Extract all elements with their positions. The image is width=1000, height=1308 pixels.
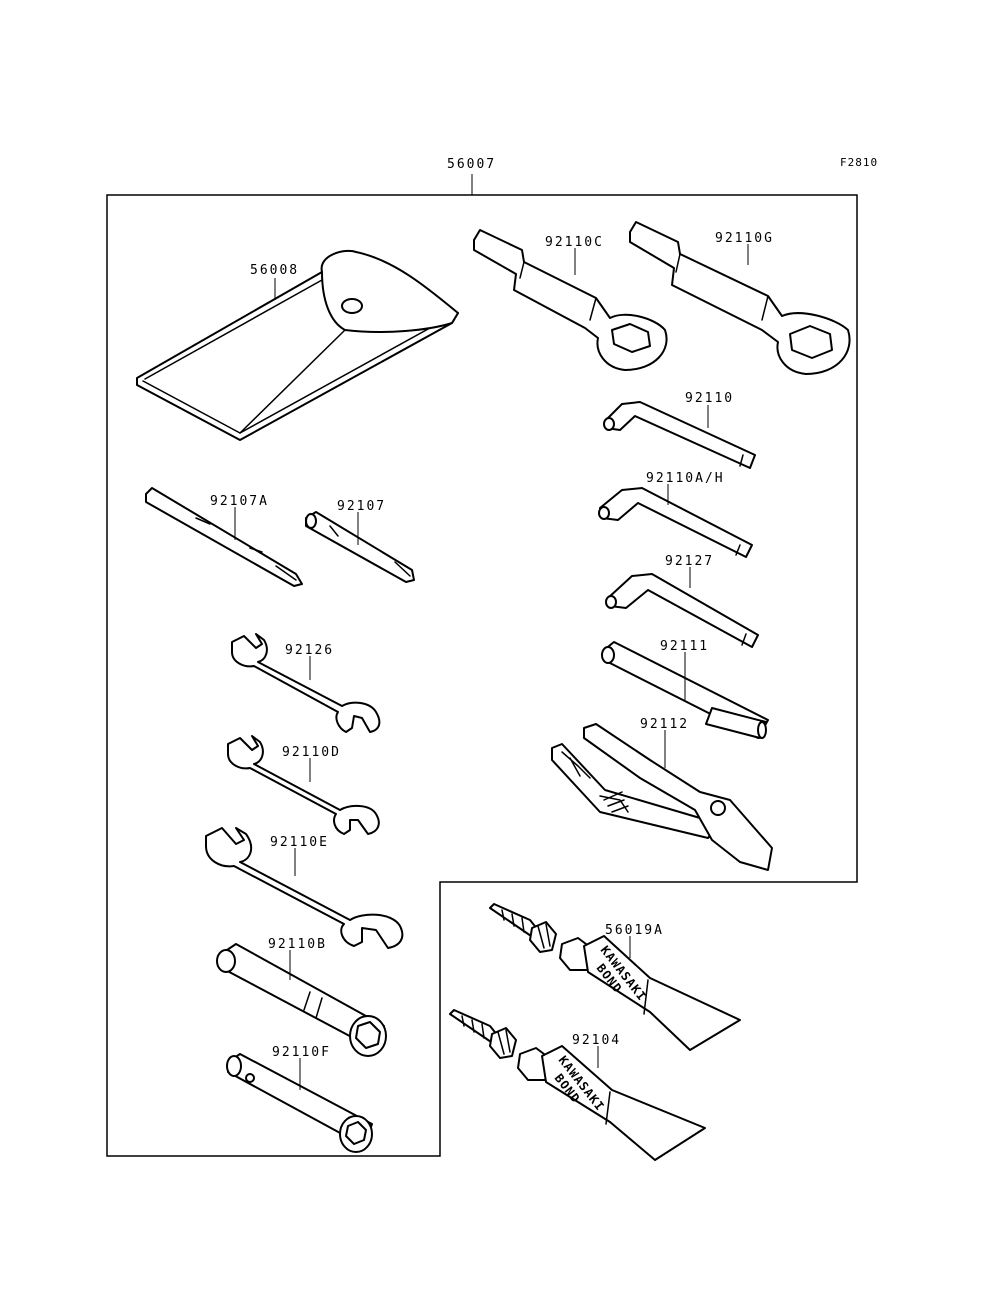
part-label-92107: 92107 <box>337 499 386 514</box>
screwdriver-92107a <box>145 487 303 587</box>
part-label-92110: 92110 <box>685 391 734 406</box>
part-label-56008: 56008 <box>250 263 299 278</box>
ring-wrench-92110g <box>629 221 851 375</box>
box-wrench-92110b <box>216 943 387 1057</box>
part-label-92107a: 92107A <box>210 494 269 509</box>
open-wrench-92110e <box>205 827 404 949</box>
part-label-56019a: 56019A <box>605 923 664 938</box>
hex-key-92110ah <box>598 487 753 558</box>
pliers-92112 <box>551 723 773 871</box>
box-wrench-92110f <box>226 1053 373 1153</box>
part-label-92110f: 92110F <box>272 1045 331 1060</box>
figure-code: F2810 <box>840 156 878 169</box>
part-label-92126: 92126 <box>285 643 334 658</box>
hex-key-92110 <box>603 401 756 469</box>
part-label-92110ah: 92110A/H <box>646 471 725 486</box>
part-label-92112: 92112 <box>640 717 689 732</box>
part-label-92110c: 92110C <box>545 235 604 250</box>
part-label-92127: 92127 <box>665 554 714 569</box>
part-label-92104: 92104 <box>572 1033 621 1048</box>
screwdriver-92107 <box>305 511 415 583</box>
part-label-92111: 92111 <box>660 639 709 654</box>
hex-key-92127 <box>605 573 759 648</box>
part-label-92110e: 92110E <box>270 835 329 850</box>
part-label-92110g: 92110G <box>715 231 774 246</box>
open-wrench-92126 <box>231 633 381 733</box>
part-label-92110d: 92110D <box>282 745 341 760</box>
open-wrench-92110d <box>227 735 380 835</box>
tool-pouch <box>136 250 459 441</box>
bond-tube-92104: KAWASAKI BOND <box>449 1009 706 1161</box>
part-label-92110b: 92110B <box>268 937 327 952</box>
handle-92111 <box>601 641 769 739</box>
kit-frame <box>106 194 858 1157</box>
ring-wrench-92110c <box>473 229 668 371</box>
kit-part-label: 56007 <box>447 157 496 172</box>
